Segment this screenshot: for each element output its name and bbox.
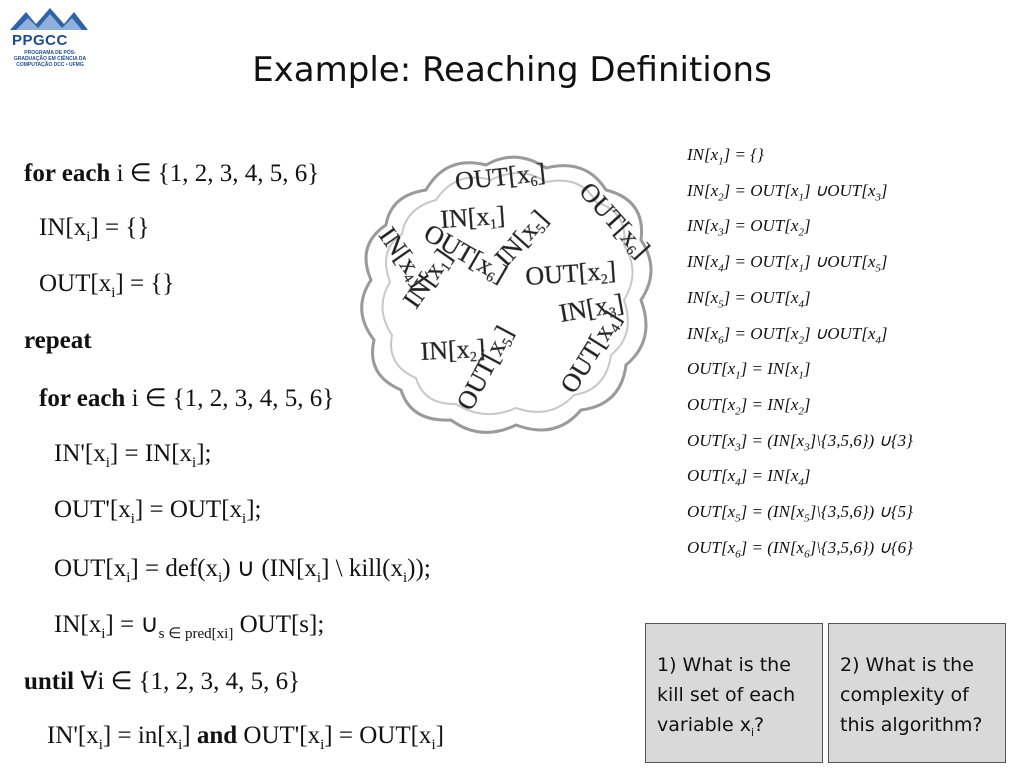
equation-2: IN[x2] = OUT[x1] ∪OUT[x3] <box>687 180 888 204</box>
ppgcc-logo: PPGCC PROGRAMA DE PÓS-GRADUAÇÃO EM CIÊNC… <box>6 6 92 68</box>
slide-title: Example: Reaching Definitions <box>252 50 772 90</box>
algo-line-in-update: IN[xi] = ∪s ∈ pred[xi] OUT[s]; <box>54 611 325 642</box>
keyword-for-each-2: for each <box>39 385 126 412</box>
algo-line-for-each: for each i ∈ {1, 2, 3, 4, 5, 6} <box>24 158 319 188</box>
keyword-until: until <box>24 668 75 695</box>
equation-3: IN[x3] = OUT[x2] <box>687 216 811 239</box>
keyword-for-each: for each <box>24 160 111 187</box>
equation-9: OUT[x3] = (IN[x3]\{3,5,6}) ∪{3} <box>687 430 913 453</box>
logo-subtitle: PROGRAMA DE PÓS-GRADUAÇÃO EM CIÊNCIA DA … <box>13 50 87 68</box>
logo-name: PPGCC <box>12 32 68 49</box>
cloud-outline <box>360 155 653 434</box>
equation-1: IN[x1] = {} <box>687 145 764 168</box>
set-text: i ∈ {1, 2, 3, 4, 5, 6} <box>110 160 320 187</box>
equation-5: IN[x5] = OUT[x4] <box>687 287 811 311</box>
equation-4: IN[x4] = OUT[x1] ∪OUT[x5] <box>687 252 888 275</box>
algo-line-condition: IN'[xi] = in[xi] and OUT'[xi] = OUT[xi] <box>47 722 444 753</box>
logo-wings-icon <box>10 8 88 30</box>
algo-line-for-each-2: for each i ∈ {1, 2, 3, 4, 5, 6} <box>39 385 335 412</box>
algo-line-out-update: OUT[xi] = def(xi) ∪ (IN[xi] \ kill(xi)); <box>54 555 431 586</box>
equation-10: OUT[x4] = IN[x4] <box>687 466 811 489</box>
algo-line-in-init: IN[xi] = {} <box>39 214 150 245</box>
cloud-label-2: IN[x1] <box>439 201 506 236</box>
keyword-repeat: repeat <box>24 327 92 354</box>
question-1-text: 1) What is the kill set of each variable… <box>657 654 796 736</box>
equation-11: OUT[x5] = (IN[x5]\{3,5,6}) ∪{5} <box>687 502 913 525</box>
equation-6: IN[x6] = OUT[x2] ∪OUT[x4] <box>687 323 888 346</box>
question-box-2: 2) What is the complexity of this algori… <box>828 623 1006 763</box>
algo-line-save-out: OUT'[xi] = OUT[xi]; <box>54 496 262 527</box>
equation-12: OUT[x6] = (IN[x6]\{3,5,6}) ∪{6} <box>687 537 913 561</box>
question-2-text: 2) What is the complexity of this algori… <box>840 654 983 736</box>
cloud-label-9: OUT[x2] <box>524 256 617 293</box>
algo-line-repeat: repeat <box>24 327 92 355</box>
cloud-label-10: IN[x2] <box>420 334 486 368</box>
keyword-and: and <box>196 722 238 749</box>
equation-8: OUT[x2] = IN[x2] <box>687 394 811 418</box>
algo-line-save-in: IN'[xi] = IN[xi]; <box>54 440 212 471</box>
question-box-1: 1) What is the kill set of each variable… <box>645 623 823 763</box>
algo-line-out-init: OUT[xi] = {} <box>39 270 175 301</box>
equation-7: OUT[x1] = IN[x1] <box>687 359 811 382</box>
algo-line-until: until ∀i ∈ {1, 2, 3, 4, 5, 6} <box>24 668 301 695</box>
cloud-illustration: OUT[x6] IN[x1] OUT[x6] IN[x4] IN[x5] OUT… <box>360 155 656 434</box>
